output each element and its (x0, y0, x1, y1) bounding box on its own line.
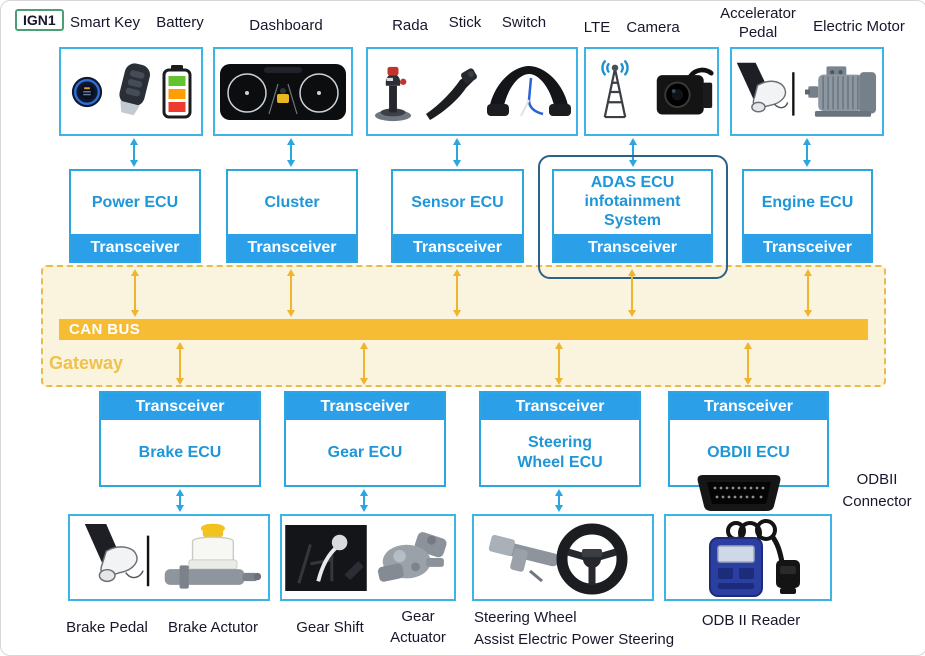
obd-connector-icon (697, 475, 781, 511)
adas-ecu-box: ADAS ECU infotainment System Transceiver (552, 169, 713, 263)
engine-ecu-transceiver: Transceiver (744, 234, 871, 261)
obd-connector-label: ODBII Connector (842, 471, 912, 510)
brake-image-box (68, 514, 270, 601)
arrow-sensorecu-canbus (453, 269, 461, 317)
accelerator-pedal-label: Accelerator Pedal (720, 5, 796, 41)
stick-label: Stick (448, 14, 482, 31)
accelerator-motor-image-box (730, 47, 884, 136)
cluster-transceiver: Transceiver (228, 234, 356, 261)
start-button-icon (71, 76, 103, 107)
arrow-camera-adasecu (629, 138, 637, 167)
gear-image-box (280, 514, 456, 601)
gear-ecu-transceiver: Transceiver (286, 393, 444, 420)
arrow-brakeecu-brakeimage (176, 489, 184, 512)
arrow-cluster-canbus (287, 269, 295, 317)
gear-actuator-label: Gear Actuator (390, 608, 446, 646)
arrow-canbus-gearecu (360, 342, 368, 385)
power-ecu-label: Power ECU (91, 193, 179, 211)
gateway-label: Gateway (49, 353, 124, 373)
switch-label: Switch (501, 14, 547, 31)
engine-ecu-label: Engine ECU (761, 193, 854, 211)
lte-label: LTE (583, 19, 611, 36)
odb-reader-label: ODB II Reader (701, 612, 801, 629)
steering-wheel-label: Steering Wheel (474, 609, 577, 626)
electric-motor-label: Electric Motor (813, 18, 905, 35)
obdii-ecu-transceiver: Transceiver (670, 393, 827, 420)
arrow-adasecu-canbus (628, 269, 636, 317)
adas-ecu-label: ADAS ECU infotainment System (584, 174, 681, 229)
key-fob-icon (106, 55, 161, 128)
lte-camera-image-box (584, 47, 719, 136)
obdii-ecu-label: OBDII ECU (707, 443, 790, 461)
steering-wheel-ecu-label: Steering Wheel ECU (517, 434, 603, 471)
adas-outline-box (538, 155, 728, 279)
arrow-smartkey-powerecu (130, 138, 138, 167)
smart-key-battery-image-box (59, 47, 203, 136)
can-bus-bar: CAN BUS (59, 319, 868, 340)
battery-label: Battery (156, 14, 204, 31)
steering-image-box (472, 514, 654, 601)
stalk-switch-icon (426, 67, 477, 120)
engine-ecu-box: Engine ECU Transceiver (742, 169, 873, 263)
obd-reader-icon (709, 518, 800, 597)
brake-actuator-icon (164, 523, 262, 589)
battery-icon (162, 64, 192, 118)
brake-pedal-label: Brake Pedal (66, 619, 148, 636)
power-ecu-transceiver: Transceiver (71, 234, 199, 261)
steering-wheel-icon (488, 523, 628, 594)
arrow-motor-engineecu (803, 138, 811, 167)
sensor-ecu-transceiver: Transceiver (393, 234, 522, 261)
dashboard-cluster-icon (220, 63, 346, 120)
arrow-canbus-brakeecu (176, 342, 184, 385)
sensor-ecu-box: Sensor ECU Transceiver (391, 169, 524, 263)
arrow-engineecu-canbus (804, 269, 812, 317)
arrow-canbus-steeringecu (555, 342, 563, 385)
arrow-gearecu-gearimage (360, 489, 368, 512)
power-ecu-box: Power ECU Transceiver (69, 169, 201, 263)
adas-ecu-transceiver: Transceiver (554, 234, 711, 261)
arrow-steeringecu-steeringimage (555, 489, 563, 512)
arrow-powerecu-canbus (131, 269, 139, 317)
cluster-ecu-box: Cluster Transceiver (226, 169, 358, 263)
steering-wheel-ecu-box: Transceiver Steering Wheel ECU (479, 391, 641, 487)
joystick-icon (374, 66, 412, 121)
odb-reader-image-box (664, 514, 832, 601)
rada-stick-switch-image-box (366, 47, 578, 136)
sensor-ecu-label: Sensor ECU (411, 193, 504, 211)
gear-shift-icon (285, 524, 367, 591)
arrow-switch-sensorecu (453, 138, 461, 167)
camera-icon (656, 67, 714, 115)
brake-ecu-transceiver: Transceiver (101, 393, 259, 420)
brake-ecu-label: Brake ECU (138, 443, 222, 461)
lte-antenna-icon (600, 59, 629, 118)
electric-motor-icon (805, 65, 877, 117)
obdii-ecu-box: Transceiver OBDII ECU (668, 391, 829, 487)
accelerator-pedal-icon (736, 62, 795, 116)
dashboard-image-box (213, 47, 353, 136)
smart-key-label: Smart Key (69, 14, 141, 31)
arrow-canbus-obdecu (744, 342, 752, 385)
brake-actutor-label: Brake Actutor (167, 619, 259, 636)
wheel-switch-icon (487, 65, 571, 116)
steering-wheel-ecu-transceiver: Transceiver (481, 393, 639, 420)
ign1-badge: IGN1 (15, 9, 64, 31)
arrow-dashboard-cluster (287, 138, 295, 167)
assist-electric-power-steering-label: Assist Electric Power Steering (474, 631, 675, 648)
gear-ecu-label: Gear ECU (327, 443, 403, 461)
gear-actuator-icon (377, 531, 447, 582)
gear-ecu-box: Transceiver Gear ECU (284, 391, 446, 487)
cluster-label: Cluster (264, 193, 320, 211)
rada-label: Rada (392, 17, 428, 34)
dashboard-label: Dashboard (249, 17, 323, 34)
camera-label: Camera (626, 19, 680, 36)
brake-pedal-icon (84, 523, 150, 586)
gear-shift-label: Gear Shift (296, 619, 364, 636)
brake-ecu-box: Transceiver Brake ECU (99, 391, 261, 487)
